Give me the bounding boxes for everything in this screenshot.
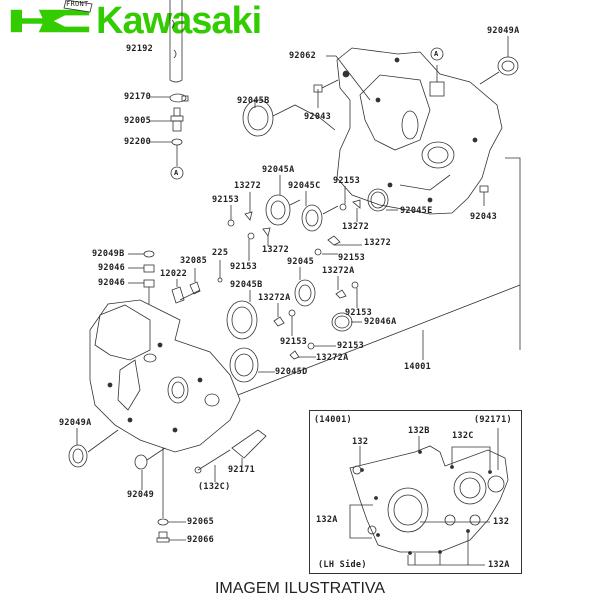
dowel-92043-right — [479, 185, 489, 193]
part-label-92153-g[interactable]: 92153 — [337, 341, 365, 351]
part-label-14001[interactable]: 14001 — [404, 362, 432, 372]
part-label-13272a-b[interactable]: 13272A — [258, 293, 291, 303]
part-label-13272-c[interactable]: 13272 — [364, 238, 392, 248]
part-label-13272-a[interactable]: 13272 — [234, 181, 262, 191]
part-label-92045b-mid[interactable]: 92045B — [230, 280, 263, 290]
part-label-13272-d[interactable]: 13272 — [262, 245, 290, 255]
part-label-92062[interactable]: 92062 — [289, 51, 317, 61]
bearing-92045B-mid — [226, 290, 258, 340]
part-label-92045b-top[interactable]: 92045B — [237, 96, 270, 106]
shift-shaft-parts — [194, 429, 267, 482]
small-parts-mid — [273, 276, 359, 360]
oil-seal-92049A-top — [497, 56, 519, 76]
part-label-92045a[interactable]: 92045A — [262, 165, 295, 175]
part-label-13272a-c[interactable]: 13272A — [316, 353, 349, 363]
part-label-92192[interactable]: 92192 — [126, 44, 154, 54]
small-parts-upper — [227, 186, 362, 261]
inset-label-132a-bottom[interactable]: 132A — [488, 560, 510, 570]
inset-label-132a-left[interactable]: 132A — [316, 515, 338, 525]
inset-ref-92171: (92171) — [474, 415, 512, 425]
part-label-92153-a[interactable]: 92153 — [333, 176, 361, 186]
ref-mark-a-top: A — [434, 50, 439, 58]
oil-seal-92049 — [134, 454, 148, 470]
right-crankcase — [336, 47, 503, 215]
bearing-92045 — [294, 267, 316, 307]
part-label-92065[interactable]: 92065 — [187, 517, 215, 527]
hose-clamp-92170 — [150, 93, 189, 103]
bearing-92045D — [229, 347, 275, 383]
part-label-92153-d[interactable]: 92153 — [338, 253, 366, 263]
drain-plug — [156, 448, 186, 543]
part-label-92046-a[interactable]: 92046 — [98, 263, 126, 273]
part-label-92045[interactable]: 92045 — [287, 257, 315, 267]
part-label-92045e[interactable]: 92045E — [400, 206, 433, 216]
inset-label-132b[interactable]: 132B — [408, 426, 430, 436]
part-label-92045c[interactable]: 92045C — [288, 181, 321, 191]
part-label-92049[interactable]: 92049 — [127, 490, 155, 500]
part-label-92045d[interactable]: 92045D — [275, 367, 308, 377]
inset-label-132c[interactable]: 132C — [452, 431, 474, 441]
part-label-92153-b[interactable]: 92153 — [212, 195, 240, 205]
bearing-92045A — [265, 175, 301, 226]
left-crankcase — [89, 299, 241, 453]
bearing-92045C — [301, 191, 339, 232]
oil-seal-92049A-bottom — [68, 444, 88, 468]
part-label-92049b[interactable]: 92049B — [92, 249, 125, 259]
inset-crankcase-drawing — [349, 428, 509, 566]
part-label-92046-b[interactable]: 92046 — [98, 278, 126, 288]
part-label-92153-c[interactable]: 92153 — [230, 262, 258, 272]
front-marker-text: FRONT — [66, 0, 89, 8]
bearing-92045B-top — [242, 99, 336, 137]
part-label-92153-f[interactable]: 92153 — [280, 337, 308, 347]
brand-name: Kawasaki — [96, 0, 262, 42]
illustrative-image-caption: IMAGEM ILUSTRATIVA — [214, 580, 386, 597]
kawasaki-logo: Kawasaki — [10, 0, 262, 42]
inset-lh-side-view — [309, 410, 522, 574]
washer-92200 — [150, 138, 184, 180]
inset-label-132-top[interactable]: 132 — [352, 437, 369, 447]
part-label-32085[interactable]: 32085 — [180, 256, 208, 266]
oil-seal-92046A — [331, 312, 362, 332]
breather-hose — [169, 0, 183, 83]
part-label-92049a-bottom[interactable]: 92049A — [59, 418, 92, 428]
part-label-92049a-top[interactable]: 92049A — [487, 26, 520, 36]
front-arrow-icon — [63, 0, 93, 13]
ref-mark-a-left: A — [174, 169, 179, 177]
part-label-92066[interactable]: 92066 — [187, 535, 215, 545]
part-label-225[interactable]: 225 — [212, 248, 229, 258]
part-label-92043-left[interactable]: 92043 — [304, 112, 332, 122]
part-label-92170[interactable]: 92170 — [124, 92, 152, 102]
part-label-92043-right[interactable]: 92043 — [470, 212, 498, 222]
part-label-92171[interactable]: 92171 — [228, 465, 256, 475]
part-label-92005[interactable]: 92005 — [124, 116, 152, 126]
oil-seal-92045E — [367, 188, 398, 212]
part-label-92200[interactable]: 92200 — [124, 137, 152, 147]
part-label-13272a-a[interactable]: 13272A — [322, 266, 355, 276]
part-label-92046a[interactable]: 92046A — [364, 317, 397, 327]
fitting-92005 — [150, 107, 184, 132]
inset-label-132-right[interactable]: 132 — [493, 517, 510, 527]
kawasaki-river-mark-icon — [10, 9, 90, 33]
part-label-12022[interactable]: 12022 — [160, 269, 188, 279]
inset-side-label: (LH Side) — [318, 560, 367, 570]
part-label-132c-paren[interactable]: (132C) — [198, 482, 231, 492]
part-label-13272-b[interactable]: 13272 — [342, 222, 370, 232]
inset-title: (14001) — [314, 415, 352, 425]
part-label-92153-e[interactable]: 92153 — [345, 308, 373, 318]
